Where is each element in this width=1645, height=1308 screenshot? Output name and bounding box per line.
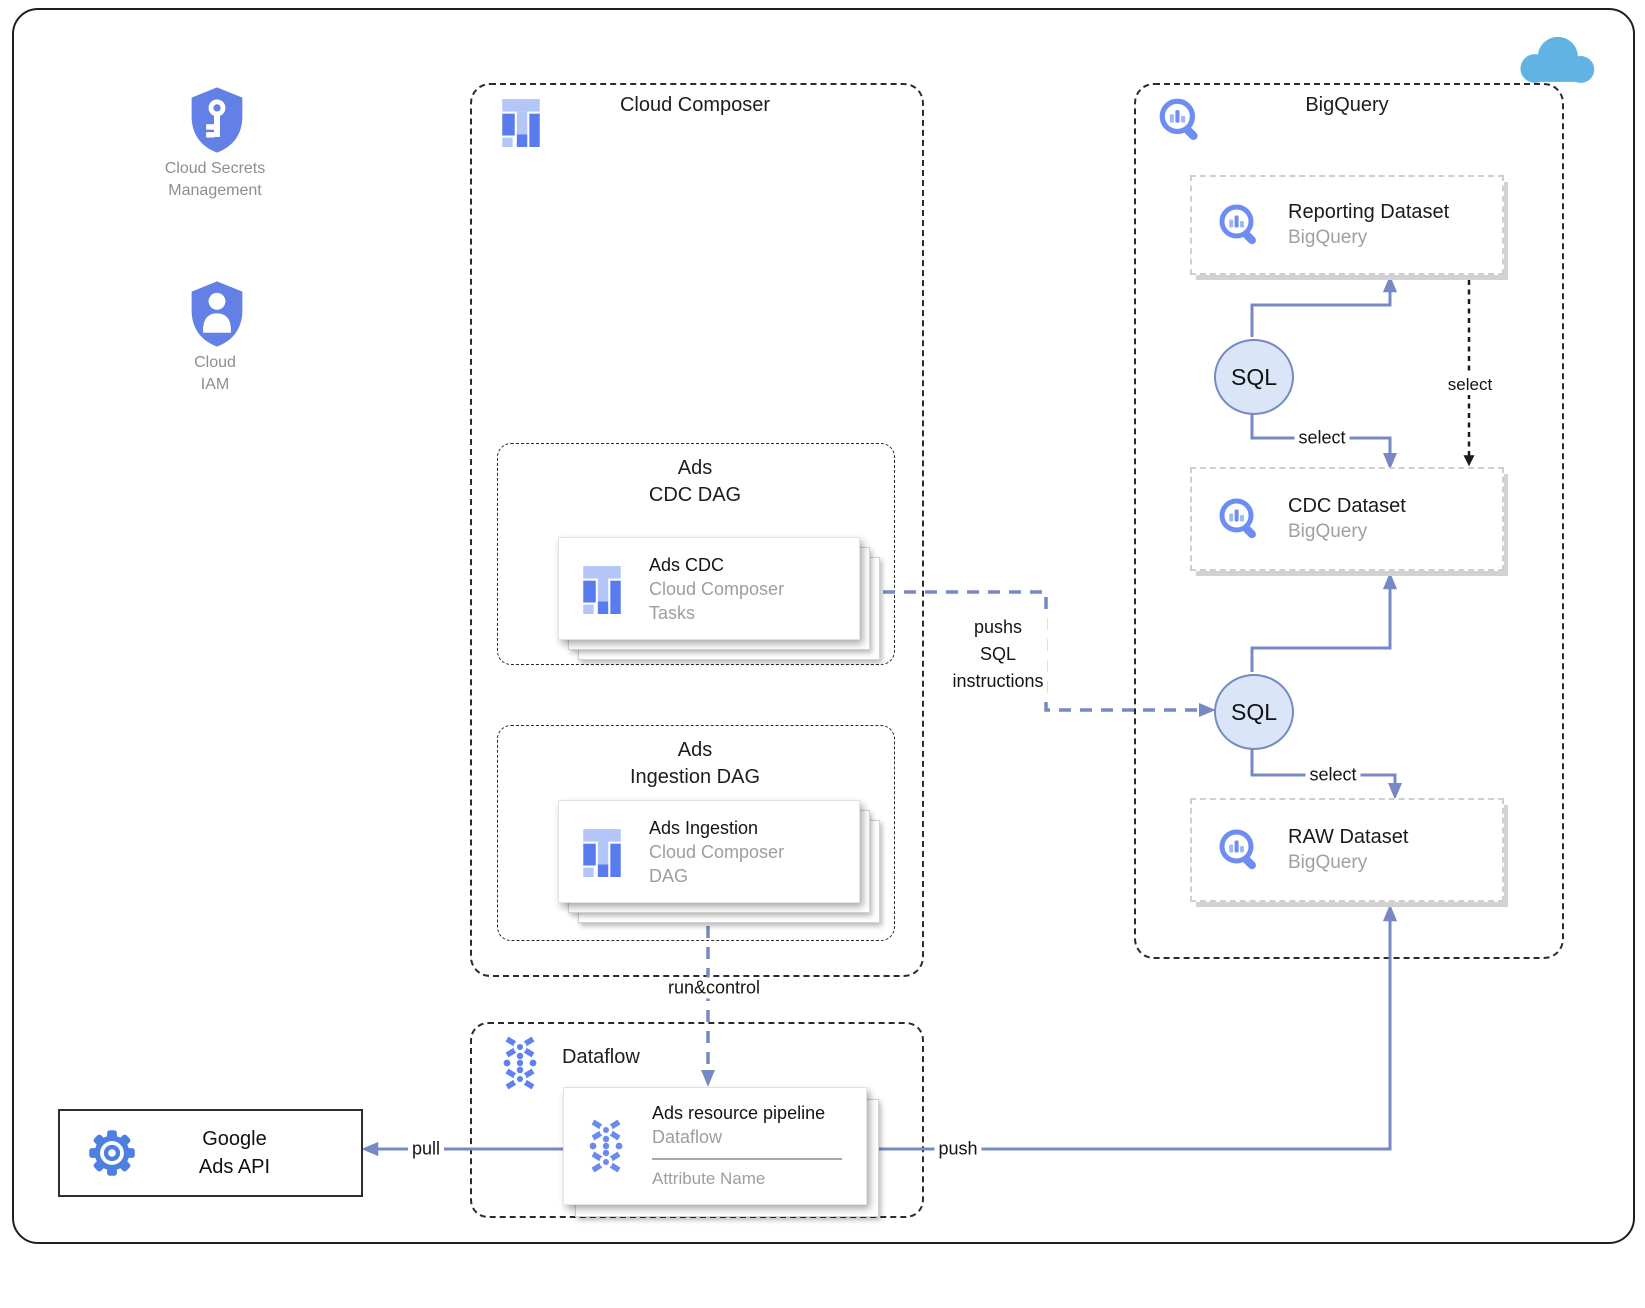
- dataflow-pipeline-card: Ads resource pipeline Dataflow Attribute…: [563, 1087, 867, 1205]
- label-select-sql1: select: [1294, 427, 1350, 449]
- google-ads-api-label: Google Ads API: [198, 1128, 271, 1178]
- ads-cdc-card-subtitle2: Tasks: [649, 602, 696, 623]
- ads-ingestion-dag-title: Ads Ingestion DAG: [629, 739, 761, 788]
- dataflow-title: Dataflow: [562, 1046, 640, 1068]
- label-run-control: run&control: [663, 977, 765, 999]
- ads-cdc-dag-title: Ads CDC DAG: [648, 457, 742, 506]
- label-pull: pull: [407, 1138, 445, 1160]
- label-pushs-sql-instructions: pushs SQL instructions: [948, 614, 1048, 695]
- sql-node-top: SQL: [1214, 339, 1294, 415]
- reporting-dataset-subtitle: BigQuery: [1288, 227, 1368, 248]
- cloud-iam-icon: [188, 280, 246, 348]
- dataflow-icon: [582, 1118, 630, 1174]
- ads-cdc-card-title: Ads CDC: [649, 554, 725, 575]
- reporting-dataset-box: Reporting Dataset BigQuery: [1190, 175, 1504, 275]
- edge-sql2-to-cdc: [1250, 572, 1398, 672]
- edge-pipeline-push-to-raw: [863, 904, 1398, 1151]
- raw-dataset-title: RAW Dataset: [1288, 826, 1409, 848]
- ads-ingestion-card-subtitle: Cloud Composer: [649, 841, 785, 862]
- bigquery-icon: [1216, 201, 1264, 249]
- divider: [652, 1158, 842, 1160]
- outer-frame: [12, 8, 1635, 1244]
- cloud-composer-container: [470, 83, 924, 977]
- raw-dataset-box: RAW Dataset BigQuery: [1190, 798, 1504, 902]
- dataflow-container: [470, 1022, 924, 1218]
- cdc-dataset-box: CDC Dataset BigQuery: [1190, 467, 1504, 571]
- cloud-icon: [1508, 28, 1600, 86]
- ads-cdc-card: Ads CDC Cloud Composer Tasks: [558, 537, 860, 640]
- bigquery-icon: [1216, 495, 1264, 543]
- cloud-composer-title: Cloud Composer: [619, 94, 771, 116]
- gear-icon: [86, 1127, 138, 1179]
- label-select-reporting-cdc: select: [1443, 375, 1497, 395]
- bigquery-container: [1134, 83, 1564, 959]
- label-select-sql2: select: [1305, 764, 1361, 786]
- label-push: push: [934, 1138, 982, 1160]
- dataflow-card-attribute: Attribute Name: [652, 1169, 766, 1188]
- cloud-secrets-icon: [188, 86, 246, 154]
- google-ads-api-box: Google Ads API: [58, 1109, 363, 1197]
- edge-sql1-to-reporting: [1250, 275, 1398, 337]
- ads-cdc-card-subtitle: Cloud Composer: [649, 578, 785, 599]
- reporting-dataset-title: Reporting Dataset: [1288, 201, 1450, 223]
- cdc-dataset-subtitle: BigQuery: [1288, 521, 1368, 542]
- bigquery-icon: [1216, 826, 1264, 874]
- cloud-iam-label: Cloud IAM: [194, 354, 236, 393]
- dataflow-icon: [496, 1036, 544, 1090]
- dataflow-card-subtitle: Dataflow: [652, 1127, 723, 1147]
- raw-dataset-subtitle: BigQuery: [1288, 852, 1368, 873]
- ads-ingestion-dag-container: [497, 725, 895, 941]
- cloud-secrets-label: Cloud Secrets Management: [164, 160, 266, 199]
- ads-cdc-dag-container: [497, 443, 895, 665]
- ads-ingestion-card-subtitle2: DAG: [649, 865, 689, 886]
- bigquery-title: BigQuery: [1305, 94, 1389, 116]
- ads-ingestion-card-title: Ads Ingestion: [649, 817, 759, 838]
- cloud-composer-icon: [581, 564, 623, 614]
- sql-node-bottom: SQL: [1214, 674, 1294, 750]
- cdc-dataset-title: CDC Dataset: [1288, 495, 1406, 517]
- ads-ingestion-card: Ads Ingestion Cloud Composer DAG: [558, 800, 860, 903]
- dataflow-card-title: Ads resource pipeline: [652, 1103, 826, 1123]
- cloud-composer-icon: [581, 827, 623, 877]
